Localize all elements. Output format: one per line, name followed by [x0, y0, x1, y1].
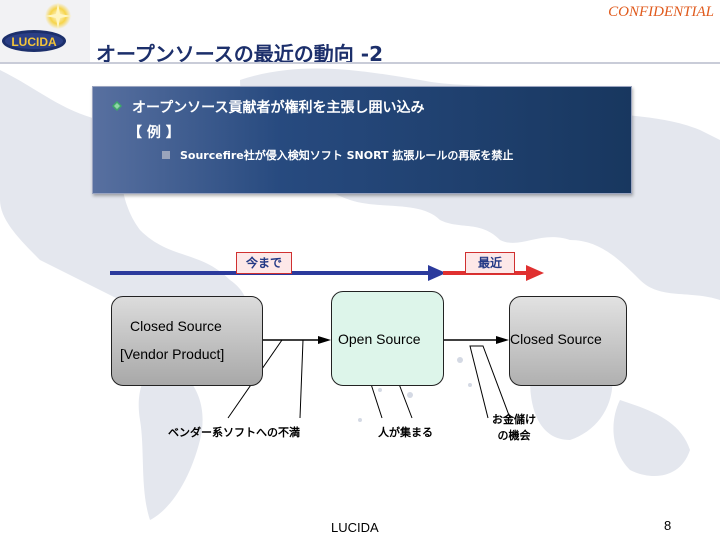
label-recent: 最近: [465, 252, 515, 274]
callout-money-line2: の機会: [497, 429, 531, 442]
panel-line-main: オープンソース貢献者が権利を主張し囲い込み: [132, 100, 425, 116]
lucida-logo: LUCIDA: [0, 0, 90, 62]
bullet-square-icon: [162, 151, 170, 159]
confidential-label: CONFIDENTIAL: [608, 4, 714, 20]
info-panel: [92, 86, 632, 194]
callout-vendor-dissatisfaction: ベンダー系ソフトへの不満: [168, 426, 300, 439]
closed-source-left-label: Closed Source: [130, 318, 222, 334]
closed-source-right-box: [509, 296, 627, 386]
open-source-box: [331, 291, 444, 386]
title-divider: [0, 62, 720, 64]
vendor-product-label: [Vendor Product]: [120, 346, 225, 362]
bullet-diamond-icon: [112, 101, 122, 111]
footer-brand: LUCIDA: [331, 520, 379, 535]
closed-source-right-label: Closed Source: [510, 331, 602, 347]
label-before: 今まで: [236, 252, 292, 274]
svg-text:LUCIDA: LUCIDA: [11, 35, 57, 49]
panel-line-detail: Sourcefire社が侵入検知ソフト SNORT 拡張ルールの再販を禁止: [180, 149, 514, 162]
callout-people-gather: 人が集まる: [378, 426, 433, 439]
callout-money-line1: お金儲け: [492, 413, 536, 426]
panel-line-example: 【 例 】: [128, 125, 180, 141]
page-number: 8: [664, 518, 672, 533]
open-source-label: Open Source: [338, 331, 421, 347]
closed-source-vendor-box: [111, 296, 263, 386]
callout-money-opportunity: お金儲け の機会: [492, 412, 536, 444]
callout-pointer-2: [370, 383, 413, 419]
callout-pointer-3: [469, 345, 511, 419]
